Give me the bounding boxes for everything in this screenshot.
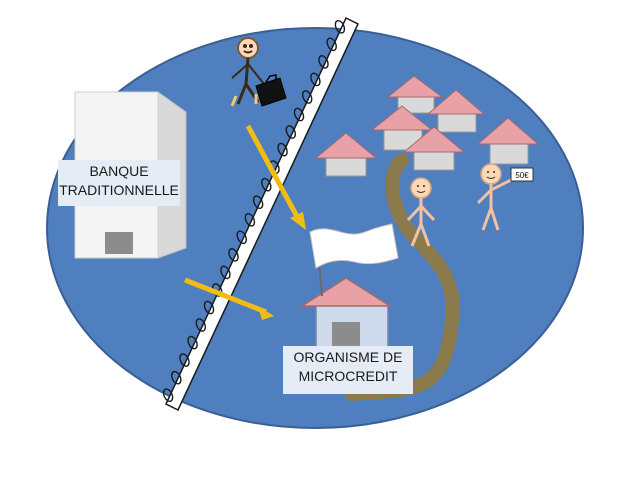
microcredit-label-line1: ORGANISME DE — [293, 349, 403, 365]
barbed-wire-loop — [310, 72, 321, 87]
barrier-wall — [162, 16, 359, 412]
barbed-wire-loop — [236, 230, 247, 245]
barbed-wire-loop — [179, 353, 190, 367]
house-icon — [476, 117, 540, 165]
barbed-wire-loop — [261, 177, 272, 192]
barbed-wire-loop — [334, 19, 346, 34]
barbed-wire-loop — [252, 195, 264, 210]
barbed-wire-loop — [293, 107, 305, 122]
arrow-icon — [245, 124, 306, 230]
arrow-icon — [184, 277, 274, 320]
white-flag-icon — [309, 223, 399, 297]
microcredit-label-line2: MICROCREDIT — [298, 368, 398, 384]
barbed-wire-loop — [171, 370, 182, 385]
microcredit-house — [299, 277, 393, 349]
microcredit-door — [332, 322, 360, 346]
bank-label-line1: BANQUE — [89, 163, 149, 179]
house-icon — [386, 75, 444, 114]
bank-label-line2: TRADITIONNELLE — [59, 182, 179, 198]
barbed-wire-loop — [187, 335, 198, 350]
villager-figure — [406, 177, 436, 247]
briefcase-icon — [255, 74, 287, 107]
barbed-wire-loop — [220, 265, 231, 280]
house-icon — [426, 89, 486, 133]
villager-with-money-figure — [476, 163, 512, 231]
bank-door — [105, 232, 133, 254]
barbed-wire-loop — [277, 142, 288, 157]
barbed-wire-loop — [228, 248, 239, 262]
businessman-figure — [230, 37, 287, 107]
microcredit-label: ORGANISME DE MICROCREDIT — [283, 346, 413, 394]
house-icon — [314, 132, 378, 177]
bank-label: BANQUE TRADITIONNELLE — [58, 160, 180, 206]
barbed-wire-loop — [195, 318, 207, 332]
barbed-wire-loop — [301, 90, 313, 104]
house-icon — [402, 126, 466, 171]
barbed-wire-loop — [244, 212, 256, 227]
barbed-wire-loop — [318, 55, 329, 69]
barbed-wire-loop — [326, 37, 337, 52]
village-houses — [314, 75, 540, 177]
banknote-label: 50€ — [515, 171, 529, 180]
banknote-icon: 50€ — [510, 167, 534, 182]
barbed-wire-loop — [162, 388, 174, 403]
barbed-wire-loop — [285, 125, 297, 139]
barbed-wire-loop — [203, 300, 215, 315]
